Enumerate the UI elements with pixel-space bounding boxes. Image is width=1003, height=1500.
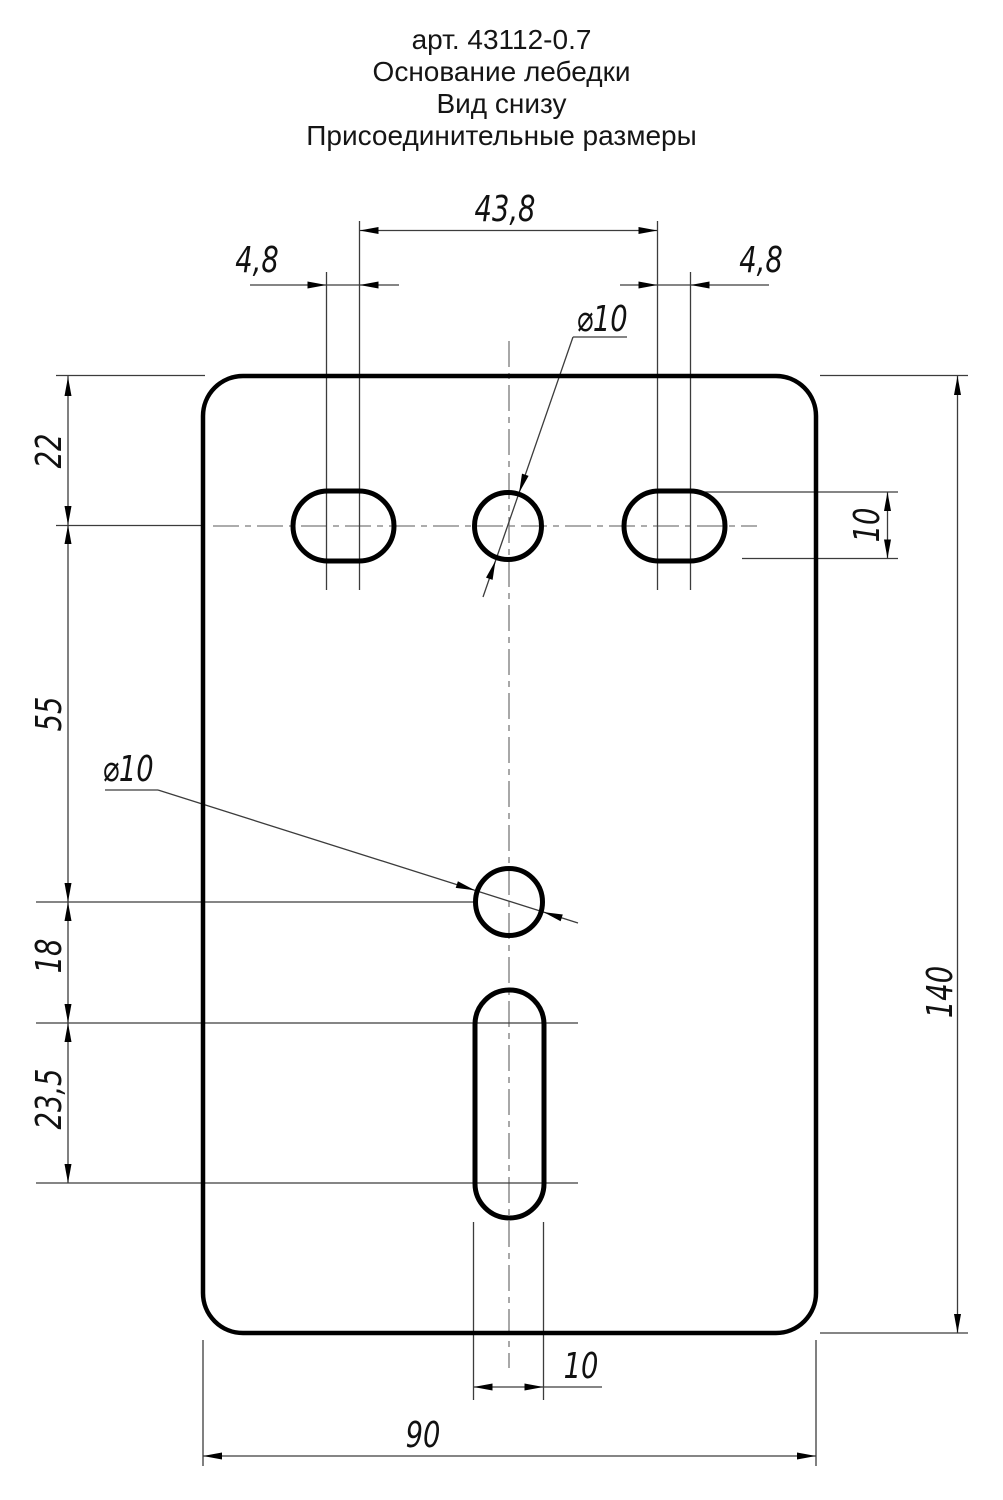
dimension-arrow xyxy=(797,1452,816,1460)
part-name: Основание лебедки xyxy=(372,56,631,87)
dimension-arrows xyxy=(64,227,961,1460)
leader-arrow xyxy=(486,560,496,580)
leader-arrow xyxy=(519,473,529,493)
dimension-arrow xyxy=(307,281,327,289)
leader-arrow xyxy=(543,912,563,922)
dimension-arrow xyxy=(359,281,379,289)
drawing-subtitle: Присоединительные размеры xyxy=(306,120,697,151)
title-block: арт. 43112-0.7 Основание лебедки Вид сни… xyxy=(0,24,1003,152)
part-geometry xyxy=(200,373,819,1336)
dimension-arrow xyxy=(64,1004,72,1023)
article-number: арт. 43112-0.7 xyxy=(411,24,592,55)
leader-line xyxy=(482,336,574,598)
leader-arrow xyxy=(455,881,475,891)
dimension-arrow xyxy=(64,883,72,902)
dimension-arrow xyxy=(884,492,891,511)
view-name: Вид снизу xyxy=(436,88,567,119)
dimension-arrow xyxy=(64,1023,72,1042)
dimension-arrow xyxy=(954,376,961,395)
dimension-arrow xyxy=(690,281,710,289)
thin-lines xyxy=(36,221,968,1466)
dimension-arrow xyxy=(524,1383,544,1391)
slot-bottom xyxy=(472,987,547,1221)
dimension-arrow xyxy=(203,1452,222,1460)
hole-middle xyxy=(473,866,545,938)
dimension-arrow xyxy=(359,227,379,234)
hole-top-center xyxy=(472,490,544,562)
dimension-arrow xyxy=(64,902,72,921)
dimension-arrow xyxy=(64,525,72,544)
dimension-arrow xyxy=(64,377,72,396)
plate-outline xyxy=(200,373,819,1336)
dimension-arrow xyxy=(64,506,72,525)
centerlines xyxy=(213,341,757,1368)
dimension-arrow xyxy=(473,1383,493,1391)
dimension-arrow xyxy=(954,1314,961,1333)
dimension-arrow xyxy=(638,281,658,289)
leader-line xyxy=(157,789,579,924)
dimension-arrow xyxy=(638,227,658,234)
dimension-arrow xyxy=(64,1164,72,1183)
hole-oval-top-right xyxy=(621,488,728,564)
dimension-arrow xyxy=(884,539,891,559)
hole-oval-top-left xyxy=(290,488,397,564)
